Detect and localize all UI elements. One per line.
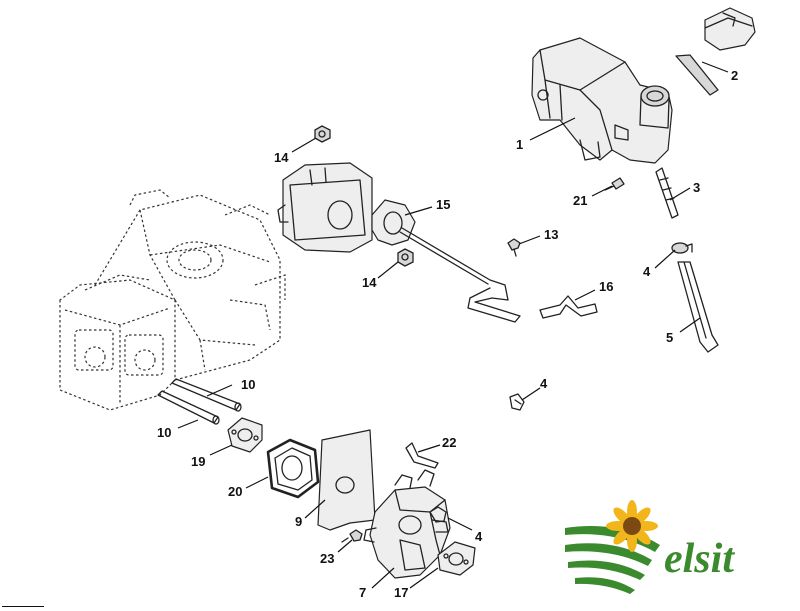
callout-7: 7 (359, 585, 366, 600)
callout-23: 23 (320, 551, 334, 566)
elsit-logo: elsit (565, 500, 735, 594)
callout-9: 9 (295, 514, 302, 529)
stud-upper (171, 378, 242, 412)
governor-bracket (371, 199, 521, 323)
callout-15: 15 (436, 197, 450, 212)
baffle-plate (317, 429, 376, 531)
sunflower-icon (606, 500, 658, 552)
gasket-19 (227, 417, 263, 453)
fuel-filter (655, 167, 679, 219)
callout-14-lower: 14 (362, 275, 377, 290)
callout-17: 17 (394, 585, 408, 600)
fuel-tank (531, 37, 673, 164)
callout-20: 20 (228, 484, 242, 499)
callout-labels: 1 2 3 4 5 4 4 7 9 10 10 13 14 14 15 16 1… (157, 68, 738, 600)
callout-4-lower: 4 (475, 529, 483, 544)
callout-10-lower: 10 (157, 425, 171, 440)
choke-rod (539, 295, 598, 319)
fuel-cap (675, 7, 756, 96)
callout-4-middle: 4 (540, 376, 548, 391)
stud-lower (157, 390, 220, 425)
nut-upper (314, 125, 331, 143)
callout-16: 16 (599, 279, 613, 294)
engine-block-outline (59, 189, 286, 411)
callout-13: 13 (544, 227, 558, 242)
leader-lines (177, 61, 729, 589)
callout-19: 19 (191, 454, 205, 469)
insulator-spacer (266, 438, 320, 499)
callout-22: 22 (442, 435, 456, 450)
logo-swoosh (565, 526, 660, 594)
fuel-hose (677, 261, 719, 353)
callout-14-upper: 14 (274, 150, 289, 165)
callout-1: 1 (516, 137, 523, 152)
screw-23 (341, 529, 363, 543)
carburetor (363, 469, 451, 579)
gasket-17 (437, 541, 476, 576)
callout-3: 3 (693, 180, 700, 195)
hose-clamp-upper (671, 242, 693, 254)
screw-13 (507, 238, 521, 257)
logo-wordmark: elsit (664, 536, 735, 582)
callout-21: 21 (573, 193, 587, 208)
nut-lower (397, 248, 414, 267)
air-filter-housing (277, 162, 373, 253)
hose-clamp-middle (509, 393, 525, 411)
carb-clamp-4 (429, 506, 447, 523)
callout-5: 5 (666, 330, 673, 345)
corner-rule (2, 606, 44, 607)
callout-2: 2 (731, 68, 738, 83)
callout-4-upper: 4 (643, 264, 651, 279)
throttle-link (405, 442, 439, 469)
callout-10-upper: 10 (241, 377, 255, 392)
